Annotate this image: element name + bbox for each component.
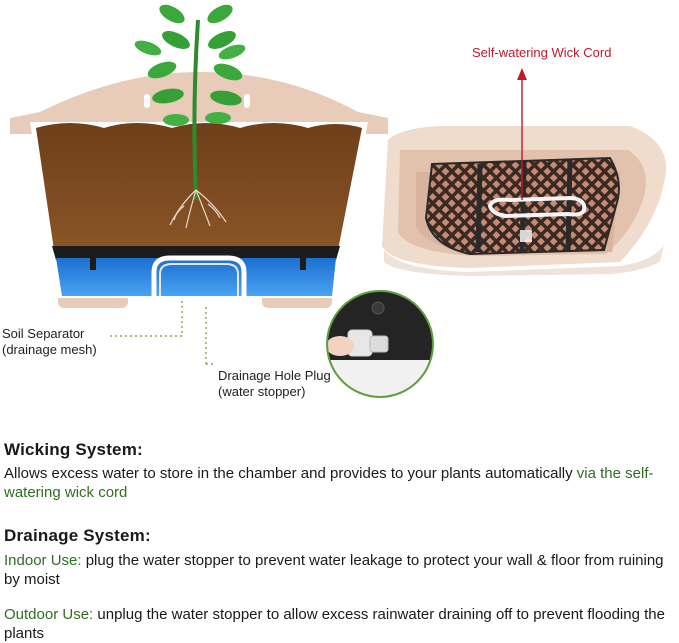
- label-soil-separator-sub: (drainage mesh): [2, 342, 97, 357]
- water-chamber: [56, 258, 336, 296]
- reservoir-photo: [382, 126, 667, 276]
- planter-illustration: [10, 4, 667, 398]
- label-drain-plug: Drainage Hole Plug: [218, 368, 331, 383]
- planter-diagram: Self-watering Wick Cord Soil Separator (…: [2, 4, 667, 399]
- indoor-use-label: Indoor Use:: [4, 552, 82, 569]
- wicking-heading: Wicking System:: [4, 440, 143, 459]
- soil: [36, 123, 362, 250]
- label-soil-separator: Soil Separator: [2, 326, 85, 341]
- indoor-use-text: plug the water stopper to prevent water …: [4, 552, 664, 588]
- label-wick-cord: Self-watering Wick Cord: [472, 45, 612, 60]
- label-drain-plug-sub: (water stopper): [218, 384, 306, 399]
- outdoor-use-text: unplug the water stopper to allow excess…: [4, 606, 665, 642]
- wick-arrow: [517, 68, 527, 200]
- outdoor-use-description: Outdoor Use: unplug the water stopper to…: [4, 605, 671, 643]
- wicking-text: Allows excess water to store in the cham…: [4, 465, 577, 482]
- drainage-heading: Drainage System:: [4, 526, 151, 545]
- indoor-use-description: Indoor Use: plug the water stopper to pr…: [4, 551, 671, 589]
- wicking-text-highlight: via the self-watering wick cord: [4, 465, 654, 501]
- outdoor-use-label: Outdoor Use:: [4, 606, 94, 623]
- drain-plug-photo: [326, 290, 434, 398]
- plant: [134, 4, 246, 229]
- planter-cross-section: [10, 72, 388, 308]
- leader-lines: [110, 300, 214, 365]
- wicking-description: Allows excess water to store in the cham…: [4, 464, 671, 502]
- wick-cord-shape: [151, 255, 247, 296]
